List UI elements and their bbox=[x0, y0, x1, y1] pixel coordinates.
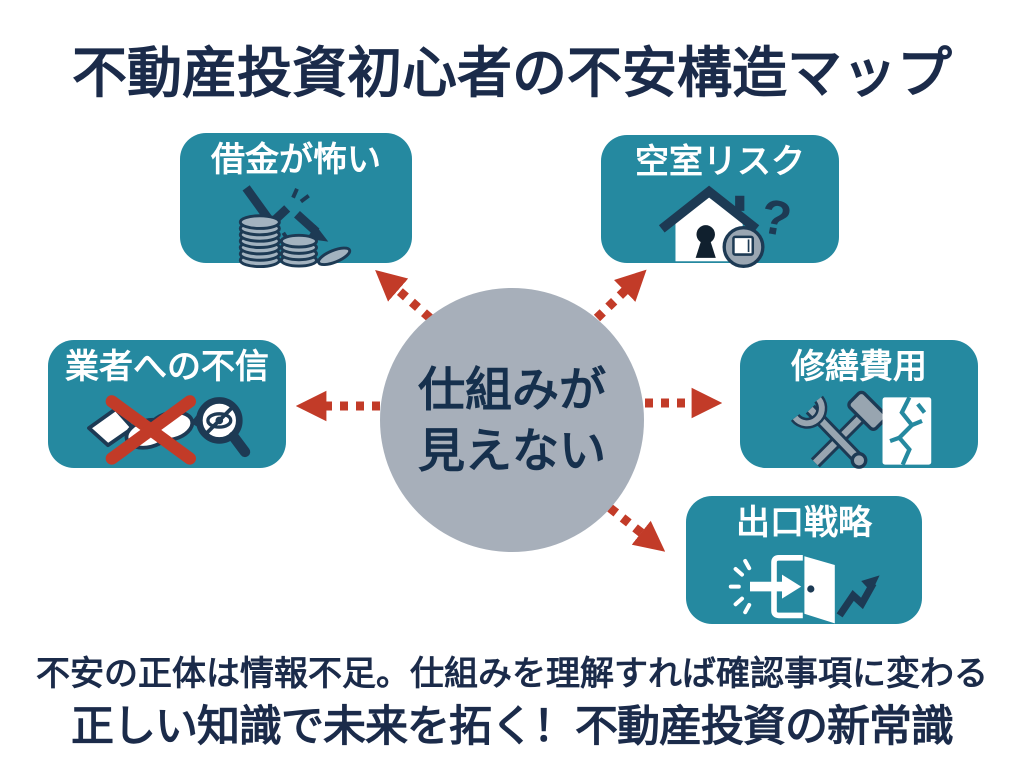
footer-message: 不安の正体は情報不足。仕組みを理解すれば確認事項に変わる bbox=[36, 655, 988, 693]
page-title: 不動産投資初心者の不安構造マップ bbox=[71, 42, 952, 104]
node-distrust: 業者への不信 bbox=[48, 340, 286, 468]
node-distrust-label: 業者への不信 bbox=[65, 348, 269, 386]
node-debt: 借金が怖い bbox=[180, 133, 412, 269]
falling-coins-icon bbox=[226, 182, 366, 270]
node-vacancy: 空室リスク ? bbox=[601, 135, 839, 269]
arrow-to-exit bbox=[607, 504, 666, 552]
node-repair: 修繕費用 bbox=[740, 340, 978, 469]
no-handshake-icon bbox=[73, 389, 261, 468]
vacant-house-icon: ? bbox=[645, 184, 795, 269]
footer-tagline: 正しい知識で未来を拓く！不動産投資の新常識 bbox=[71, 703, 954, 751]
repair-tools-icon bbox=[766, 389, 952, 473]
center-label-line1: 仕組みが bbox=[418, 362, 606, 416]
center-anxiety-circle: 仕組みが 見えない bbox=[380, 288, 644, 552]
exit-door-icon bbox=[704, 545, 904, 625]
arrow-to-vacancy bbox=[593, 269, 647, 322]
node-debt-label: 借金が怖い bbox=[211, 141, 381, 179]
node-exit: 出口戦略 bbox=[686, 496, 922, 624]
node-repair-label: 修繕費用 bbox=[791, 348, 927, 386]
node-exit-label: 出口戦略 bbox=[736, 504, 872, 542]
center-label-line2: 見えない bbox=[418, 424, 606, 477]
arrow-to-debt bbox=[375, 269, 433, 322]
node-vacancy-label: 空室リスク bbox=[635, 143, 805, 181]
question-mark-glyph: ? bbox=[757, 189, 795, 247]
